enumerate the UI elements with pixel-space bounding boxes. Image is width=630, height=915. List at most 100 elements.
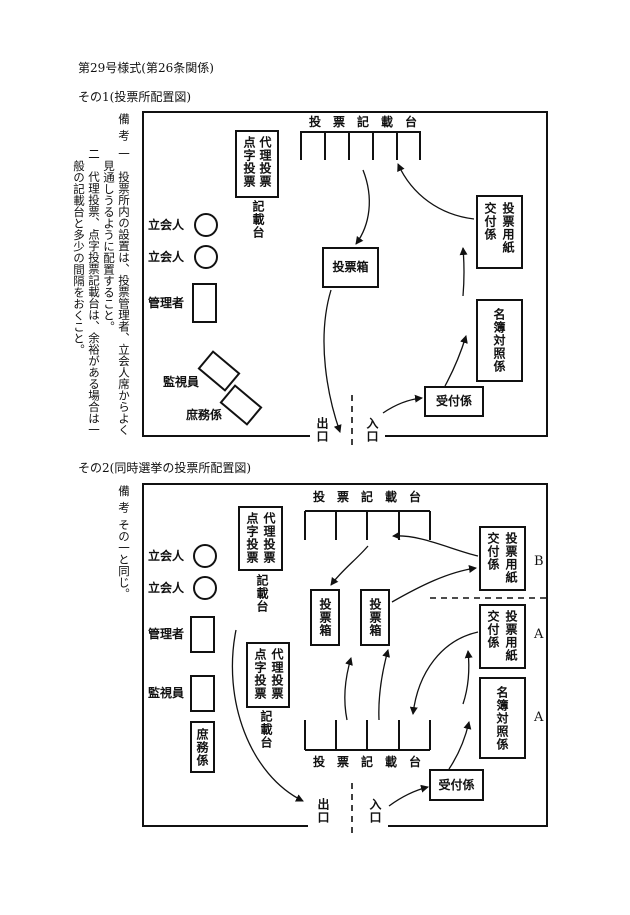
roster-checker-tag: A — [534, 710, 544, 725]
remarks-heading: 備考 — [117, 485, 131, 518]
ballot-issuer-b-tag: B — [534, 554, 544, 569]
ballot-box-frame — [322, 247, 379, 288]
proxy-booth-frame — [235, 130, 279, 198]
remarks-item-2-line-1: 二 代理投票、点字投票記載台は、余裕がある場合は一 — [87, 148, 101, 436]
arrow-entrance-to-reception — [388, 784, 429, 807]
proxy-booth-label-line-1: 代理投票 — [258, 136, 272, 188]
reception-frame — [429, 769, 484, 801]
booth-counter — [300, 131, 421, 160]
ballot-issuer-label-line-1: 投票用紙 — [501, 202, 515, 254]
proxy-booth-upper-label-line-2: 点字投票 — [245, 512, 259, 564]
roster-checker-frame — [476, 299, 523, 382]
remarks-text: その一と同じ。 — [117, 519, 131, 600]
ballot-box-1-label: 投票箱 — [318, 598, 332, 637]
witness-label-1: 立会人 — [148, 218, 185, 232]
voting-booth-label: 投票記載台 — [309, 115, 430, 129]
layout-1-diagram — [142, 111, 548, 446]
monitor-desk — [197, 350, 241, 392]
arrow-booth-to-ballot-box — [355, 169, 370, 245]
arrow-upper-booth-to-box-1 — [330, 545, 369, 586]
roster-checker-frame — [479, 677, 526, 759]
flow-arrows — [231, 531, 479, 807]
exit-label: 出口 — [315, 417, 329, 443]
reception-frame — [424, 386, 484, 417]
arrow-to-exit — [231, 629, 304, 802]
ballot-issuer-frame — [476, 195, 523, 269]
arrow-ballot-box-to-exit — [323, 289, 342, 433]
monitor-label: 監視員 — [148, 686, 185, 700]
arrow-roster-to-issuer — [459, 247, 468, 297]
arrow-issuer-a-to-lower-booth — [409, 631, 479, 715]
flow-arrows — [323, 163, 475, 433]
proxy-booth-upper-suffix: 記載台 — [255, 574, 269, 613]
ballot-issuer-b-label-line-1: 投票用紙 — [504, 532, 518, 584]
room-outline — [142, 483, 548, 827]
arrow-issuer-to-booth — [397, 163, 475, 220]
proxy-booth-suffix: 記載台 — [251, 200, 265, 239]
arrow-reception-to-roster — [444, 335, 468, 387]
reception-label: 受付係 — [435, 394, 472, 408]
form-title: 第29号様式(第26条関係) — [78, 61, 214, 75]
proxy-booth-lower-label-line-1: 代理投票 — [270, 648, 284, 700]
roster-checker-label: 名簿対照係 — [492, 308, 506, 373]
proxy-booth-lower-suffix: 記載台 — [259, 710, 273, 749]
remarks-item-2-line-2: 般の記載台と多少の間隔をおくこと。 — [72, 160, 86, 356]
ballot-box-label: 投票箱 — [332, 260, 369, 274]
arrow-box-2-to-issuer-b — [391, 565, 477, 603]
ballot-issuer-label-line-2: 交付係 — [483, 202, 497, 241]
witness-seat-1 — [193, 544, 217, 568]
proxy-booth-lower-label-line-2: 点字投票 — [253, 648, 267, 700]
arrow-entrance-to-reception — [382, 394, 423, 414]
manager-desk — [190, 616, 215, 653]
clerk-desk — [219, 384, 263, 426]
arrow-reception-to-roster — [448, 721, 472, 770]
ballot-issuer-a-frame — [479, 604, 526, 669]
witness-label-1: 立会人 — [148, 549, 185, 563]
ballot-issuer-a-label-line-1: 投票用紙 — [504, 610, 518, 662]
proxy-booth-upper-label-line-1: 代理投票 — [262, 512, 276, 564]
reception-label: 受付係 — [438, 778, 475, 792]
clerk-label: 庶務係 — [195, 728, 209, 767]
witness-seat-1 — [194, 213, 218, 237]
witness-label-2: 立会人 — [148, 250, 185, 264]
witness-seat-2 — [194, 245, 218, 269]
monitor-desk — [190, 675, 215, 712]
entrance-label: 入口 — [368, 798, 382, 824]
ballot-issuer-a-label-line-2: 交付係 — [486, 610, 500, 649]
proxy-booth-lower-frame — [246, 642, 290, 708]
exit-label: 出口 — [316, 798, 330, 824]
ballot-issuer-a-tag: A — [534, 627, 544, 642]
roster-checker-label: 名簿対照係 — [495, 686, 509, 751]
remarks-item-1-line-2: 見通しうるように配置すること。 — [102, 160, 116, 333]
manager-desk — [192, 283, 217, 323]
arrow-lower-booth-to-box-2 — [378, 649, 391, 721]
layout-1-caption: その1(投票所配置図) — [78, 90, 191, 104]
ballot-issuer-b-frame — [479, 526, 526, 591]
clerk-desk — [190, 721, 215, 773]
remarks-heading: 備考 — [117, 113, 131, 146]
monitor-label: 監視員 — [163, 375, 200, 389]
ballot-box-2-frame — [360, 589, 390, 646]
clerk-label: 庶務係 — [186, 408, 223, 422]
ballot-box-2-label: 投票箱 — [368, 598, 382, 637]
witness-seat-2 — [193, 576, 217, 600]
proxy-booth-label-line-2: 点字投票 — [242, 136, 256, 188]
arrow-issuer-b-to-upper-booth — [392, 531, 479, 557]
proxy-booth-upper-frame — [238, 506, 283, 571]
layout-2-diagram — [142, 483, 548, 833]
remarks-item-1-line-1: 一 投票所内の設置は、投票管理者、立会人席からよく — [117, 148, 131, 436]
voting-booth-upper-label: 投票記載台 — [313, 490, 434, 504]
layout-2-caption: その2(同時選挙の投票所配置図) — [78, 461, 251, 475]
booth-counter-lower — [304, 720, 431, 751]
arrow-lower-booth-to-box-1 — [344, 657, 353, 721]
ballot-box-1-frame — [310, 589, 340, 646]
entrance-label: 入口 — [365, 417, 379, 443]
ballot-issuer-b-label-line-2: 交付係 — [486, 532, 500, 571]
room-outline — [142, 111, 548, 437]
voting-booth-lower-label: 投票記載台 — [313, 755, 434, 769]
witness-label-2: 立会人 — [148, 581, 185, 595]
booth-counter-upper — [304, 510, 431, 540]
manager-label: 管理者 — [148, 296, 185, 310]
arrow-roster-to-issuer-a — [462, 650, 473, 705]
